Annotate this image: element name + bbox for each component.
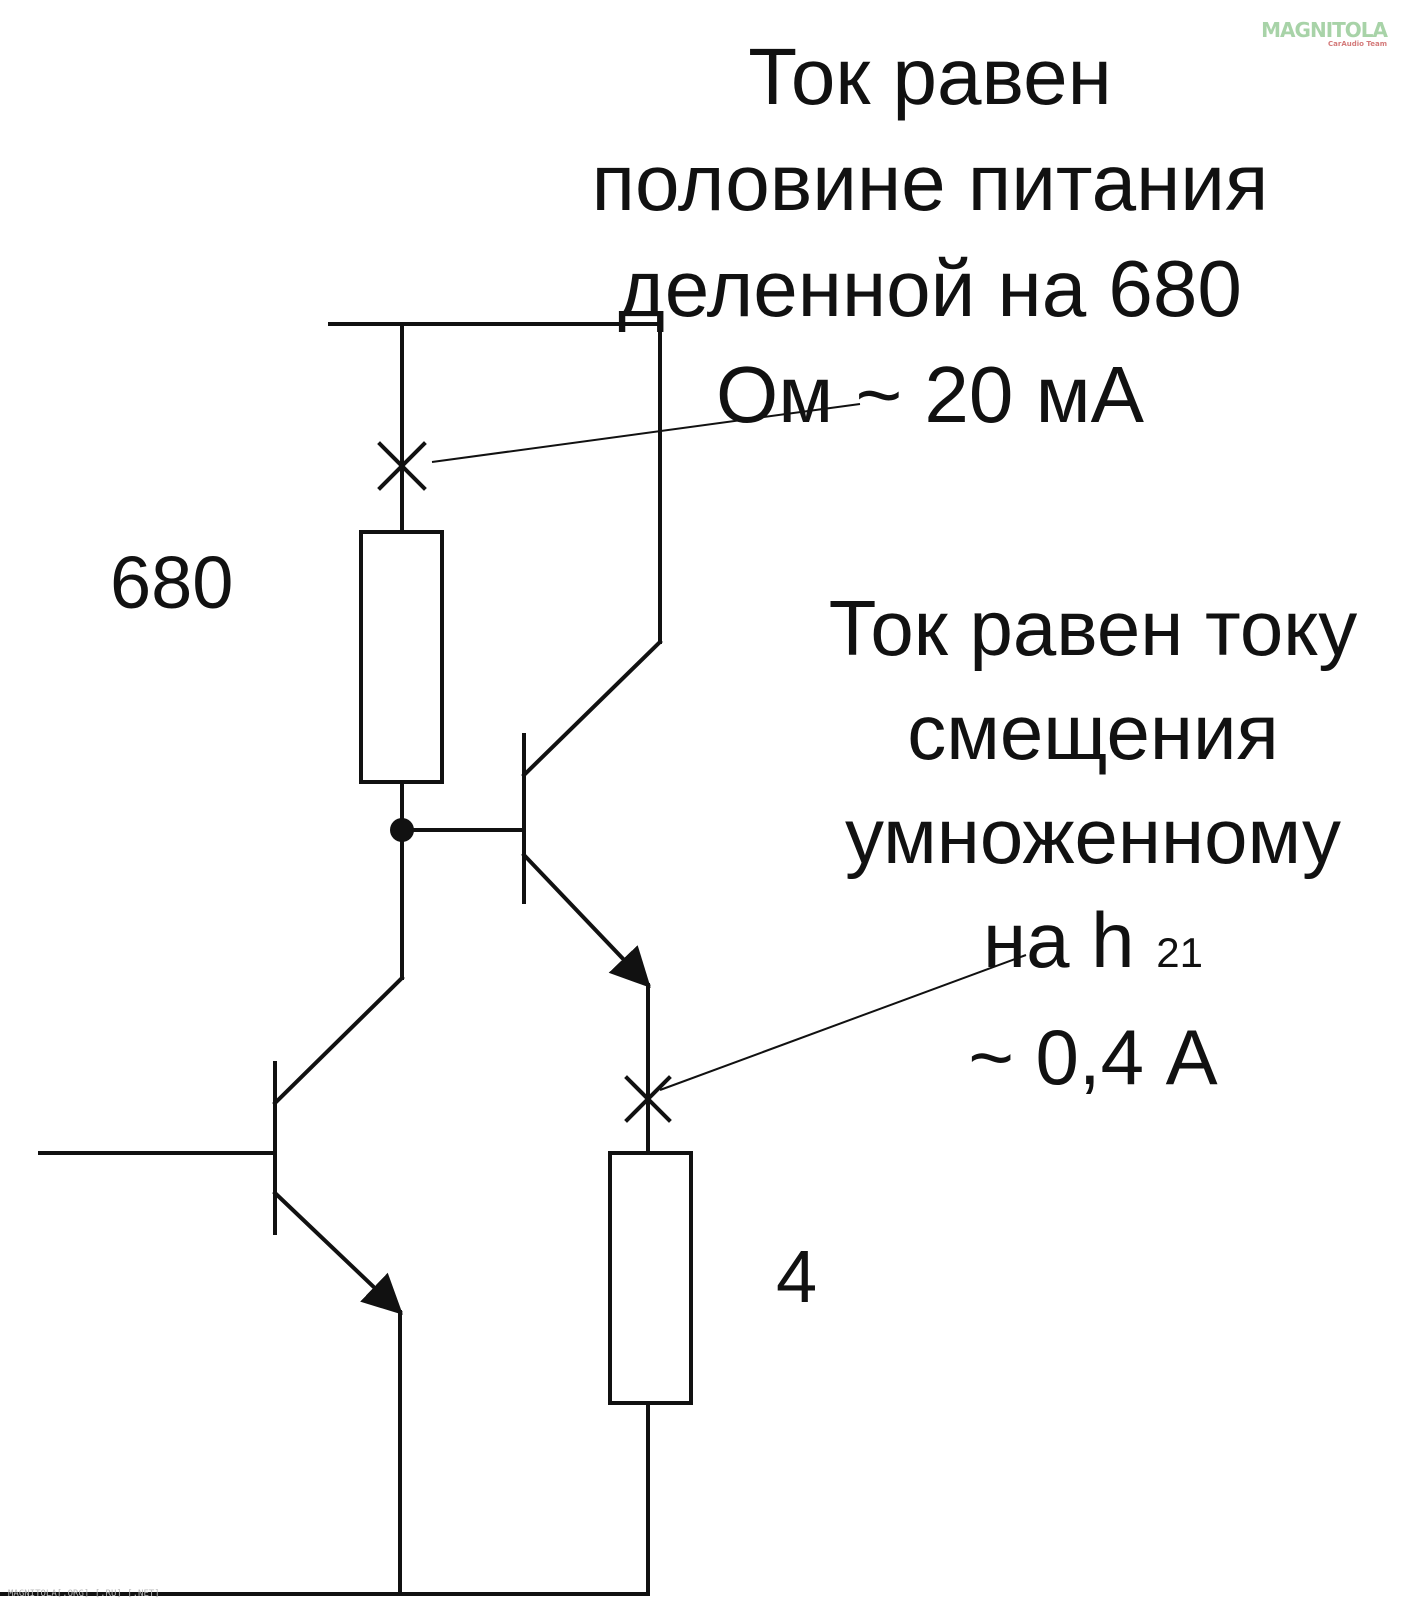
annotation-load-current: Ток равен току смещения умноженному на h…	[780, 576, 1406, 1109]
q1-collector-lead	[272, 975, 405, 1106]
resistor-4	[608, 1151, 693, 1405]
measure-point-top	[377, 441, 427, 491]
annotation-top-current: Ток равен половине питания деленной на 6…	[540, 24, 1320, 448]
h21-symbol: на h	[983, 896, 1135, 984]
annotation-top-line-3: деленной на 680	[618, 244, 1242, 333]
annotation-load-line-1: Ток равен току	[828, 584, 1358, 672]
resistor-680-label: 680	[110, 541, 234, 624]
q1-emitter-lead	[272, 1190, 403, 1315]
junction-dot	[390, 818, 414, 842]
annotation-load-line-2: смещения	[907, 688, 1279, 776]
annotation-top-line-1: Ток равен	[748, 32, 1112, 121]
watermark-footer: MAGNITOLA[.ORG] [.RU] [.NET]	[8, 1589, 160, 1599]
annotation-top-line-4: Ом ~ 20 мА	[716, 350, 1144, 439]
watermark-logo: MAGNITOLA CarAudio Team	[1261, 18, 1388, 48]
annotation-load-line-4: на h 21	[780, 888, 1406, 1005]
measure-point-load	[624, 1075, 672, 1123]
q2-emitter-lead	[521, 852, 651, 988]
annotation-load-line-3: умноженному	[845, 792, 1341, 880]
q2-collector-lead	[521, 639, 663, 778]
watermark-logo-text: MAGNITOLA	[1261, 18, 1388, 42]
resistor-680	[359, 530, 444, 784]
annotation-load-line-5: ~ 0,4 А	[968, 1013, 1218, 1101]
watermark-tagline: CarAudio Team	[1328, 40, 1387, 48]
resistor-4-label: 4	[776, 1235, 818, 1318]
h21-subscript: 21	[1156, 929, 1203, 976]
annotation-top-line-2: половине питания	[591, 138, 1269, 227]
leader-line-load	[659, 954, 1027, 1091]
leader-line-top	[431, 403, 861, 463]
